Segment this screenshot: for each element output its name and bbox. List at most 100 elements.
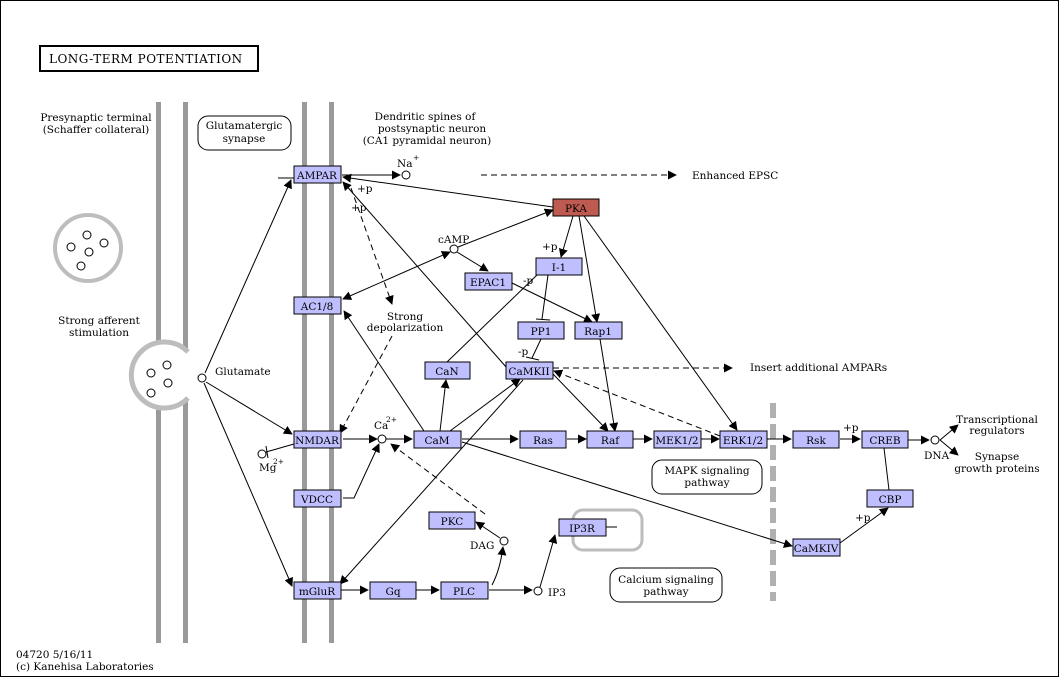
glutamate-compound [197, 373, 207, 383]
releasing-vesicle [128, 339, 190, 411]
minus-p-label: -p [518, 346, 529, 358]
svg-text:I-1: I-1 [552, 262, 566, 274]
svg-text:PP1: PP1 [531, 326, 552, 338]
svg-text:CREB: CREB [869, 435, 901, 447]
gene-gq[interactable]: Gq [369, 581, 417, 600]
svg-text:MEK1/2: MEK1/2 [655, 435, 698, 447]
strong-afferent-label-1: Strong afferent [58, 315, 141, 327]
svg-text:synapse: synapse [223, 133, 266, 145]
gene-pp1[interactable]: PP1 [517, 321, 565, 340]
svg-text:pathway: pathway [684, 477, 729, 489]
presynaptic-label-2: (Schaffer collateral) [43, 124, 150, 136]
gene-pka[interactable]: PKA [552, 198, 600, 217]
plus-p-label: +p [357, 183, 373, 195]
gene-ip3r[interactable]: IP3R [558, 518, 607, 537]
transcriptional-label-2: regulators [969, 425, 1024, 437]
synapse-growth-label-1: Synapse [975, 451, 1019, 463]
calcium-pathway-link[interactable]: Calcium signaling pathway [609, 567, 723, 603]
ca-compound [377, 434, 387, 444]
gene-ras[interactable]: Ras [519, 430, 567, 449]
gene-raf[interactable]: Raf [586, 430, 634, 449]
dna-compound [930, 435, 940, 445]
footer-copyright: (c) Kanehisa Laboratories [16, 661, 154, 673]
svg-text:EPAC1: EPAC1 [470, 277, 506, 289]
svg-text:MAPK signaling: MAPK signaling [664, 465, 750, 477]
svg-text:CaN: CaN [435, 366, 458, 378]
gene-mglur[interactable]: mGluR [293, 581, 342, 600]
strong-depolarization-label-1: Strong [387, 311, 424, 323]
svg-text:CaMKII: CaMKII [508, 366, 549, 378]
camp-label: cAMP [438, 234, 469, 246]
ip3-compound [533, 586, 543, 596]
svg-text:VDCC: VDCC [300, 494, 333, 506]
svg-text:pathway: pathway [643, 586, 688, 598]
svg-text:Gq: Gq [385, 586, 400, 598]
gene-cbp[interactable]: CBP [866, 489, 914, 508]
footer-code: 04720 5/16/11 [16, 649, 93, 661]
na-compound [401, 170, 411, 180]
plus-p-label: +p [351, 202, 367, 214]
svg-text:CBP: CBP [879, 494, 902, 506]
svg-text:NMDAR: NMDAR [295, 435, 340, 447]
pathway-edges [203, 170, 959, 595]
camp-compound [449, 244, 459, 254]
gene-camkii[interactable]: CaMKII [505, 361, 554, 380]
plus-p-label: +p [542, 241, 558, 253]
gene-plc[interactable]: PLC [440, 581, 489, 600]
svg-text:PLC: PLC [453, 586, 475, 598]
dendritic-label-1: Dendritic spines of [375, 111, 477, 123]
dendritic-label-3: (CA1 pyramidal neuron) [363, 135, 492, 147]
glutamatergic-synapse-box: Glutamatergic synapse [197, 115, 292, 151]
svg-text:Calcium signaling: Calcium signaling [618, 574, 714, 586]
enhanced-epsc-label: Enhanced EPSC [692, 170, 778, 182]
mg-compound [257, 449, 267, 459]
gene-creb[interactable]: CREB [861, 430, 909, 449]
svg-text:PKC: PKC [441, 516, 464, 528]
gene-rsk[interactable]: Rsk [792, 430, 840, 449]
dna-label: DNA [924, 450, 950, 462]
svg-text:AC1/8: AC1/8 [300, 301, 334, 313]
svg-text:Glutamatergic: Glutamatergic [206, 120, 283, 132]
svg-text:CaMKIV: CaMKIV [794, 543, 839, 555]
dendritic-label-2: postsynaptic neuron [378, 123, 487, 135]
mg-superscript: 2+ [273, 457, 284, 466]
postsynaptic-membrane-inner [329, 102, 334, 643]
plus-p-label: +p [843, 422, 859, 434]
ca-superscript: 2+ [386, 415, 397, 424]
dag-label: DAG [470, 540, 494, 552]
svg-text:Rap1: Rap1 [584, 326, 612, 338]
gene-camkiv[interactable]: CaMKIV [792, 538, 841, 557]
ca-label: Ca [374, 420, 388, 432]
svg-text:IP3R: IP3R [569, 523, 596, 535]
svg-text:LONG-TERM POTENTIATION: LONG-TERM POTENTIATION [49, 52, 243, 66]
gene-can[interactable]: CaN [424, 361, 471, 380]
gene-i1[interactable]: I-1 [535, 257, 583, 276]
postsynaptic-membrane-outer [302, 102, 307, 643]
strong-depolarization-label-2: depolarization [367, 322, 444, 334]
gene-mek12[interactable]: MEK1/2 [653, 430, 702, 449]
gene-erk12[interactable]: ERK1/2 [719, 430, 768, 449]
na-label: Na [397, 158, 412, 170]
ip3-label: IP3 [548, 587, 566, 599]
gene-ac18[interactable]: AC1/8 [293, 296, 342, 315]
gene-ampar[interactable]: AMPAR [293, 165, 342, 184]
svg-text:PKA: PKA [565, 203, 587, 215]
presynaptic-vesicle [53, 213, 123, 283]
dag-compound [499, 536, 509, 546]
gene-rap1[interactable]: Rap1 [574, 321, 623, 340]
mapk-pathway-link[interactable]: MAPK signaling pathway [651, 459, 763, 495]
gene-pkc[interactable]: PKC [428, 511, 476, 530]
gene-nmdar[interactable]: NMDAR [293, 430, 342, 449]
plus-p-label: +p [855, 512, 871, 524]
transcriptional-label-1: Transcriptional [956, 414, 1038, 426]
na-superscript: + [413, 153, 419, 162]
svg-text:mGluR: mGluR [299, 586, 336, 598]
gene-epac1[interactable]: EPAC1 [464, 272, 513, 291]
gene-vdcc[interactable]: VDCC [293, 489, 342, 508]
minus-p-label: -p [523, 275, 534, 287]
svg-text:Raf: Raf [601, 435, 620, 447]
glutamate-label: Glutamate [215, 366, 271, 378]
gene-cam[interactable]: CaM [413, 430, 462, 449]
